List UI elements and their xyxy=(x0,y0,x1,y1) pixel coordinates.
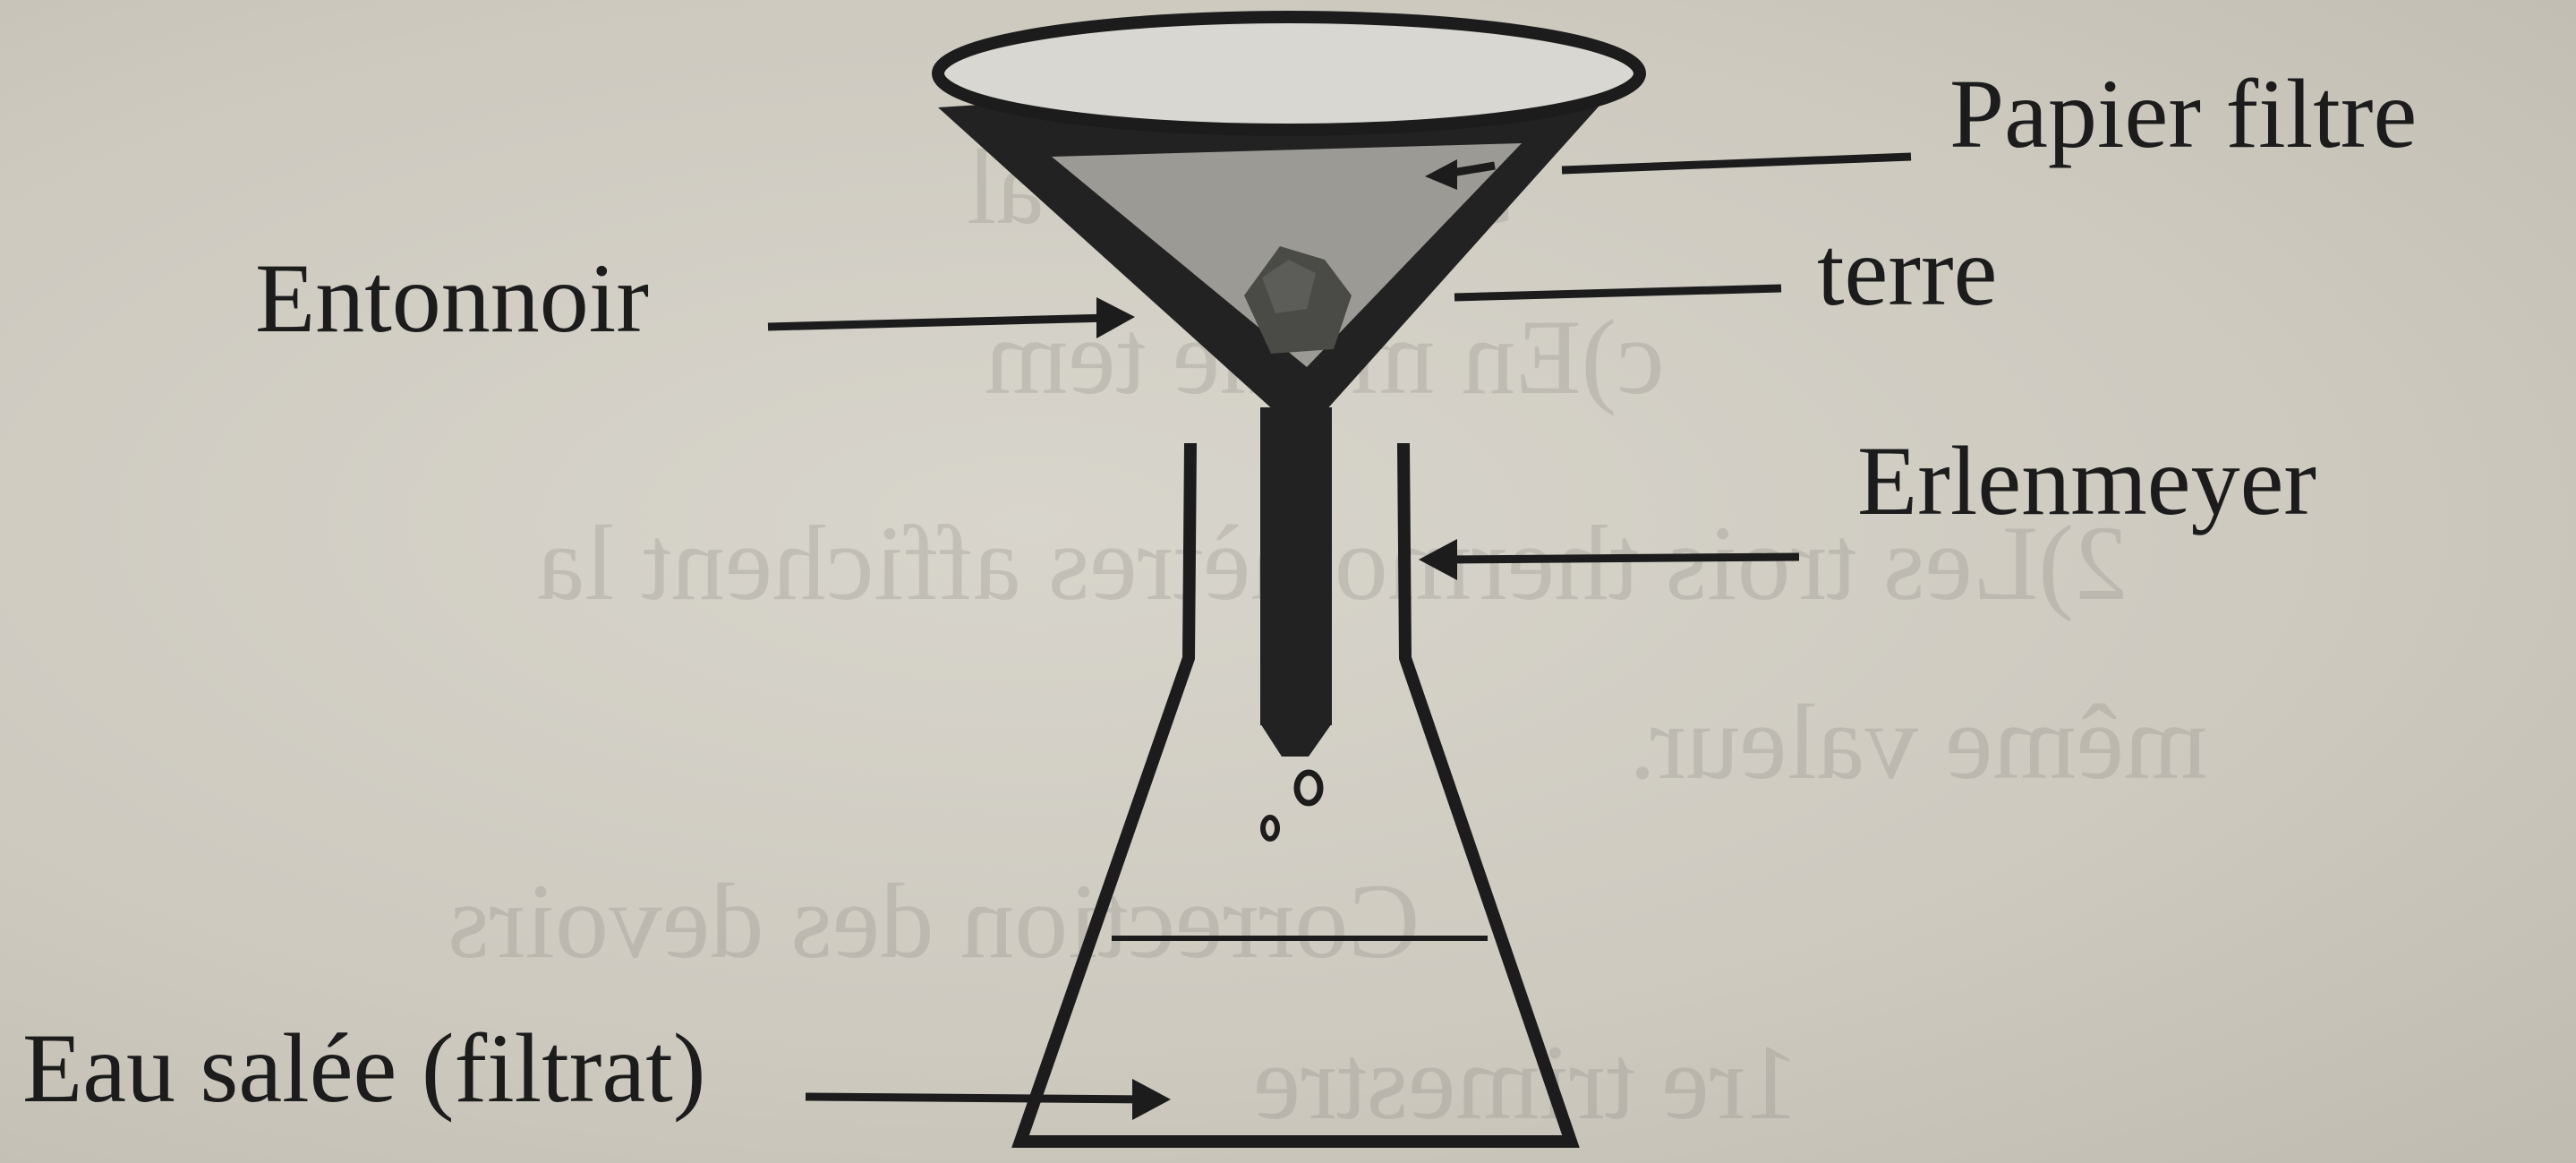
funnel-rim xyxy=(932,11,1646,136)
drop-1 xyxy=(1293,769,1324,807)
soil xyxy=(1244,246,1352,354)
erlenmeyer-arrow xyxy=(1445,552,1800,564)
label-papier-filtre: Papier filtre xyxy=(1949,59,2418,168)
erlenmeyer-flask xyxy=(1011,442,1580,1148)
papier-filtre-line xyxy=(1561,152,1912,175)
funnel-stem xyxy=(1260,407,1332,725)
eau-salee-arrow xyxy=(805,1092,1147,1104)
drop-2 xyxy=(1260,815,1280,842)
funnel xyxy=(932,11,1646,842)
label-erlenmeyer: Erlenmeyer xyxy=(1857,426,2317,535)
entonnoir-arrow xyxy=(767,313,1111,331)
label-terre: terre xyxy=(1817,217,1998,326)
terre-line xyxy=(1454,284,1782,302)
label-entonnoir: Entonnoir xyxy=(255,244,649,353)
label-eau-salee: Eau salée (filtrat) xyxy=(22,1013,706,1123)
